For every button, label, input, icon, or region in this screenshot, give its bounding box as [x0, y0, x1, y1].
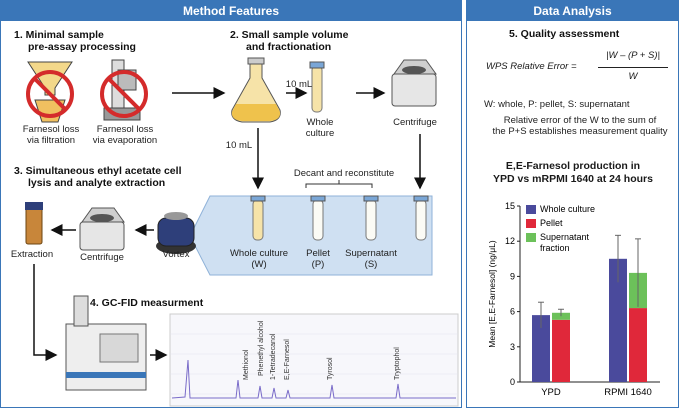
y-tick-label: 3 [510, 342, 515, 352]
formula-numerator: |W – (P + S)| [606, 50, 660, 61]
tube-pellet-icon [310, 195, 326, 241]
chromatogram [169, 313, 459, 407]
whole-culture-tube-icon [309, 61, 325, 113]
vortex-label: Vortex [162, 249, 190, 260]
formula-lhs: WPS Relative Error = [486, 61, 577, 72]
category-label: RPMI 1640 [604, 387, 652, 398]
tube-super-icon [363, 195, 379, 241]
legend-label: Whole culture [540, 204, 595, 214]
centrifuge-b-icon [79, 207, 125, 251]
gc-instrument-icon [65, 295, 147, 391]
bar-pellet [552, 319, 570, 382]
data-analysis-header: Data Analysis [467, 1, 678, 21]
method-features-header: Method Features [1, 1, 461, 21]
legend-swatch [526, 219, 536, 228]
culture-flask-icon [231, 57, 281, 123]
legend-swatch [526, 205, 536, 214]
wps-legend-text: W: whole, P: pellet, S: supernatant [484, 99, 630, 110]
legend-swatch [526, 233, 536, 242]
legend-label: Supernatant [540, 232, 590, 242]
vortex-icon [156, 212, 196, 254]
decant-label: Decant and reconstitute [293, 168, 395, 179]
y-tick-label: 15 [505, 201, 515, 211]
fraction-super-label: Supernatant(S) [345, 248, 397, 270]
wps-formula: WPS Relative Error = |W – (P + S)| W [486, 48, 672, 88]
centrifuge-b-label: Centrifuge [80, 252, 124, 263]
y-tick-label: 6 [510, 307, 515, 317]
tube-whole-icon [250, 195, 266, 241]
extraction-vial-icon [25, 202, 43, 245]
volume-label-b: 10 mL [225, 140, 253, 151]
formula-denominator: W [628, 71, 638, 82]
step5-title: 5. Quality assessment [509, 28, 620, 40]
step4-title: 4. GC-FID measurment [90, 297, 204, 309]
y-tick-label: 0 [510, 377, 515, 387]
bar-pellet [629, 308, 647, 382]
evaporation-icon [100, 59, 148, 121]
tube-centrifuged-icon [413, 195, 429, 241]
whole-culture-label: Whole culture [305, 117, 335, 139]
y-tick-label: 9 [510, 271, 515, 281]
filtration-icon [26, 61, 74, 123]
centrifuge-a-label: Centrifuge [393, 117, 437, 128]
volume-label-a: 10 mL [285, 79, 313, 90]
category-label: YPD [541, 387, 561, 398]
fraction-whole-label: Whole culture(W) [229, 248, 289, 270]
legend-label: fraction [540, 243, 570, 253]
bar-whole [532, 315, 550, 382]
centrifuge-a-icon [391, 59, 437, 107]
extraction-label: Extraction [10, 249, 54, 260]
legend-label: Pellet [540, 218, 563, 228]
fraction-pellet-label: Pellet(P) [306, 248, 330, 270]
bar-whole [609, 258, 627, 382]
y-tick-label: 12 [505, 236, 515, 246]
y-axis-label: Mean [E,E-Farnesol] (ng/μL) [487, 240, 497, 348]
